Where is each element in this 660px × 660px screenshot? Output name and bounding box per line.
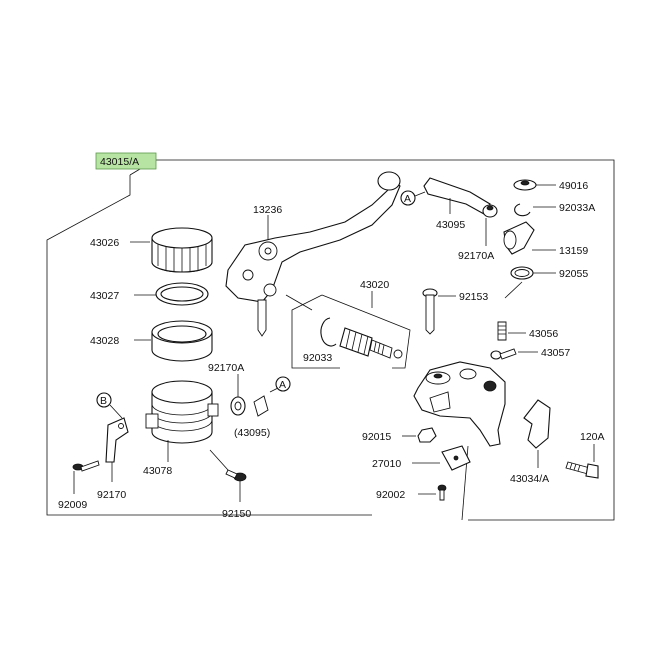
label-43078: 43078: [143, 465, 172, 477]
label-92009: 92009: [58, 499, 87, 511]
o-ring-92055-part: [510, 266, 534, 280]
reservoir-body-part: [145, 380, 219, 444]
svg-text:B: B: [100, 395, 107, 407]
master-cylinder-body: [413, 361, 506, 447]
label-92055: 92055: [559, 268, 588, 280]
label-43020: 43020: [360, 279, 389, 291]
label-92170a: 92170A: [208, 362, 244, 374]
label-92170a-2: 92170A: [458, 250, 494, 262]
circlip-92033a-part: [514, 203, 531, 217]
piston-kit-frame: [285, 294, 411, 369]
label-43026: 43026: [90, 237, 119, 249]
assembly-part-number: 43015/A: [95, 152, 157, 170]
label-92033a: 92033A: [559, 202, 595, 214]
svg-text:A: A: [279, 379, 286, 391]
hose-clamp-part: [230, 396, 246, 416]
label-43027: 43027: [90, 290, 119, 302]
bolt-120a-part: [565, 461, 599, 479]
label-92015: 92015: [362, 431, 391, 443]
clamp-92170a-part: [482, 204, 498, 218]
bracket-part: [105, 417, 129, 463]
label-92153: 92153: [459, 291, 488, 303]
label-27010: 27010: [372, 458, 401, 470]
callout-a-ref: A: [275, 376, 291, 392]
hose-43095-part: [423, 177, 491, 215]
cap-43057-part: [490, 348, 517, 360]
joint-13159-part: [503, 221, 535, 255]
screw-92002-part: [437, 484, 447, 501]
snap-ring-part: [320, 317, 337, 347]
label-92033: 92033: [303, 352, 332, 364]
label-49016: 49016: [559, 180, 588, 192]
label-43095: 43095: [436, 219, 465, 231]
gasket-ring-part: [155, 282, 209, 306]
switch-27010-part: [441, 445, 471, 471]
bolt-92153-part: [422, 288, 438, 335]
screw-92009-part: [72, 460, 100, 472]
brake-lever-part: [225, 171, 401, 337]
nut-92015-part: [417, 427, 437, 443]
callout-b: B: [96, 392, 112, 408]
piston-spring-part: [339, 327, 403, 359]
callout-a: A: [400, 190, 416, 206]
clamp-43034a-part: [523, 399, 551, 449]
hose-stub-part: [253, 395, 269, 417]
label-13236: 13236: [253, 204, 282, 216]
label-43028: 43028: [90, 335, 119, 347]
diaphragm-part: [151, 320, 213, 362]
svg-text:43015/A: 43015/A: [100, 156, 139, 168]
bolt-92150-part: [225, 469, 247, 482]
label-120a: 120A: [580, 431, 605, 443]
label-43056: 43056: [529, 328, 558, 340]
label-43034a: 43034/A: [510, 473, 549, 485]
label-92170: 92170: [97, 489, 126, 501]
washer-49016-part: [513, 179, 537, 191]
label-43057: 43057: [541, 347, 570, 359]
label-92150: 92150: [222, 508, 251, 520]
bleeder-43056-part: [497, 321, 507, 341]
label-13159: 13159: [559, 245, 588, 257]
reservoir-cap-part: [151, 227, 213, 273]
label-43095-ref: (43095): [234, 427, 270, 439]
svg-text:A: A: [404, 193, 411, 205]
label-92002: 92002: [376, 489, 405, 501]
